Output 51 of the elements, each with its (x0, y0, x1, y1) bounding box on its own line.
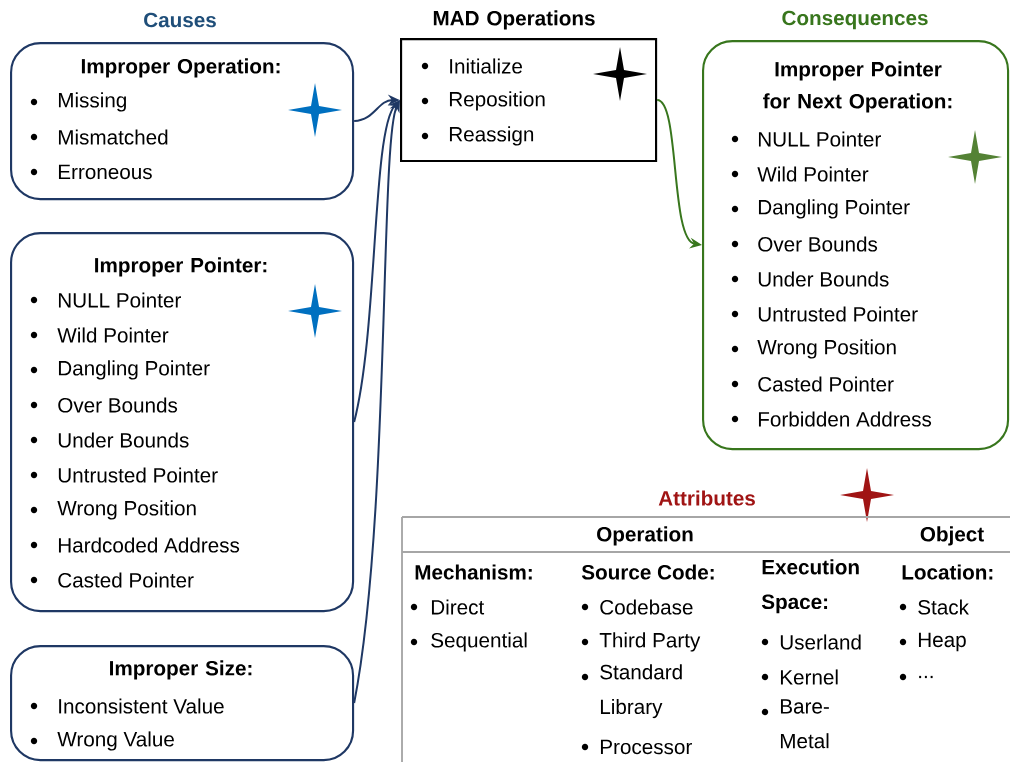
column-heading: Mechanism: (415, 564, 532, 580)
list-item: Inconsistent Value (30, 698, 224, 714)
list-item: Dangling Pointer (731, 199, 910, 219)
column-heading: Execution Space: (761, 559, 859, 614)
list-item: Wild Pointer (731, 166, 869, 182)
list-item: Wrong Value (30, 731, 174, 751)
list-item: Standard Library (581, 664, 682, 719)
list-item: Sequential (410, 632, 527, 652)
list-item: Direct (410, 599, 485, 615)
list-item: Erroneous (30, 164, 152, 180)
list-item: Untrusted Pointer (731, 306, 918, 322)
list-item: NULL Pointer (30, 292, 181, 308)
table-heading: Object (920, 526, 984, 546)
list-item: Hardcoded Address (30, 537, 240, 553)
column-heading: Location: (902, 564, 993, 580)
list-item: Stack (899, 599, 969, 615)
list-item: Third Party (581, 632, 701, 652)
list-item: Over Bounds (30, 397, 178, 413)
list-item: Reposition (421, 91, 545, 111)
list-item: Codebase (581, 599, 693, 615)
list-item: Dangling Pointer (30, 360, 210, 380)
box-heading: Improper Size: (110, 660, 252, 680)
box-heading: Improper Operation: (81, 58, 280, 78)
box-heading: Improper Pointer for Next Operation: (763, 61, 952, 113)
list-item: Untrusted Pointer (30, 467, 218, 483)
section-heading: Attributes (658, 490, 755, 506)
list-item: Heap (899, 632, 966, 652)
table-heading: Operation (597, 526, 693, 546)
list-item: Under Bounds (30, 432, 189, 448)
column-heading: Source Code: (581, 564, 714, 580)
list-item: Processor (581, 739, 692, 755)
list-item: Casted Pointer (30, 572, 194, 588)
list-item: Wrong Position (30, 500, 196, 520)
list-item: Over Bounds (731, 236, 878, 252)
list-item: Missing (30, 92, 126, 112)
list-item: Forbidden Address (731, 411, 932, 427)
list-item: Casted Pointer (731, 376, 894, 392)
box-heading: MAD Operations (433, 10, 595, 30)
list-item: Kernel (761, 669, 838, 685)
box-heading: Improper Pointer: (95, 257, 267, 277)
list-item: Reassign (421, 126, 534, 146)
list-item: Wild Pointer (30, 327, 169, 343)
list-item: Bare-Metal (761, 699, 829, 749)
list-item: NULL Pointer (731, 131, 881, 147)
list-item: ... (899, 673, 933, 681)
list-item: Userland (761, 634, 861, 650)
list-item: Initialize (421, 58, 522, 74)
list-item: Wrong Position (731, 339, 896, 359)
arrow (353, 100, 400, 424)
list-item: Mismatched (30, 129, 168, 145)
list-item: Under Bounds (731, 271, 889, 287)
